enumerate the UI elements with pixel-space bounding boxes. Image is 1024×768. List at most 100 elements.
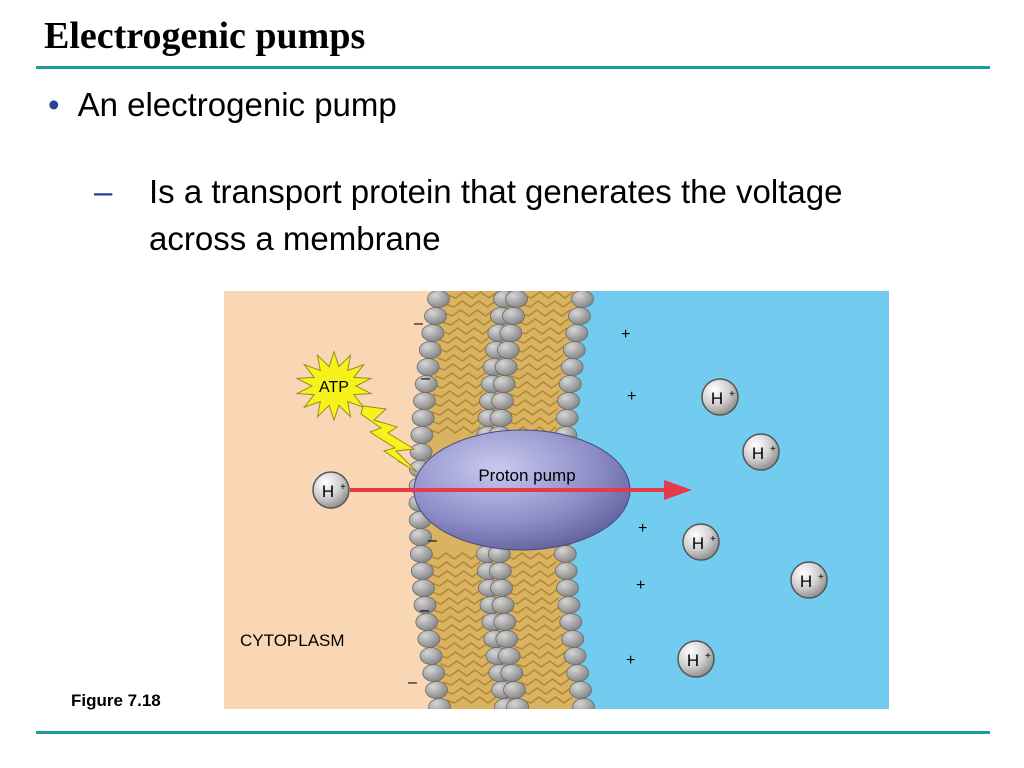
- ion-charge: +: [770, 444, 776, 455]
- lipid-tail: [435, 363, 487, 371]
- lipid-tail: [511, 363, 563, 371]
- hydrogen-ion: H +: [677, 640, 715, 678]
- phospholipid-head: [500, 664, 524, 682]
- hydrogen-ion: H +: [790, 561, 828, 599]
- lipid-tail: [520, 687, 572, 695]
- lipid-tail: [431, 588, 483, 596]
- proton-pump-figure: – – – – – + + + + + ATP Proton pump H + …: [224, 290, 889, 716]
- phospholipid-head: [571, 290, 594, 308]
- title-divider: [36, 66, 990, 69]
- phospholipid-head: [565, 324, 589, 342]
- ion-symbol: H: [687, 651, 699, 670]
- lipid-tail: [505, 552, 556, 560]
- phospholipid-head: [410, 426, 434, 444]
- phospholipid-head: [418, 341, 442, 359]
- lipid-tail: [509, 381, 561, 389]
- lipid-tail: [513, 642, 565, 650]
- phospholipid-head: [505, 290, 528, 308]
- minus-sign: –: [420, 602, 429, 619]
- phospholipid-head: [560, 358, 584, 376]
- lipid-tail: [429, 426, 481, 434]
- lipid-tail: [512, 354, 564, 362]
- proton-pump-label: Proton pump: [478, 466, 575, 485]
- figure-caption: Figure 7.18: [71, 691, 161, 710]
- ion-symbol: H: [711, 389, 723, 408]
- ion-symbol: H: [752, 444, 764, 463]
- phospholipid-head: [557, 596, 581, 614]
- lipid-tail: [436, 633, 488, 641]
- ion-symbol: H: [800, 572, 812, 591]
- phospholipid-head: [568, 307, 591, 325]
- lipid-tail: [444, 687, 496, 695]
- minus-signs: – – – – –: [408, 315, 437, 691]
- plus-sign: +: [636, 577, 645, 594]
- atp-starburst-icon: [295, 350, 373, 422]
- phospholipid-head: [494, 358, 518, 376]
- lipid-tail: [510, 615, 561, 623]
- lipid-tail: [437, 642, 489, 650]
- lipid-tail: [432, 390, 484, 398]
- phospholipid-head: [557, 392, 580, 410]
- lipid-tail: [440, 327, 492, 335]
- phospholipid-head: [556, 579, 579, 597]
- ion-charge: +: [818, 572, 824, 583]
- energy-bolt-icon: [360, 405, 418, 473]
- lipid-tail: [514, 345, 565, 353]
- lipid-tail: [506, 417, 558, 425]
- lipid-tail: [512, 633, 564, 641]
- lipid-tail: [442, 318, 493, 326]
- ion-charge: +: [729, 389, 735, 400]
- phospholipid-head: [424, 307, 447, 325]
- phospholipid-head: [496, 341, 520, 359]
- minus-sign: –: [414, 315, 423, 332]
- minus-sign: –: [428, 532, 437, 549]
- ion-charge: +: [710, 534, 716, 545]
- lipid-tail: [505, 561, 557, 569]
- lipid-tail: [432, 399, 483, 407]
- phospholipid-head: [555, 409, 579, 427]
- ion-symbol: H: [322, 482, 334, 501]
- ion-charge: +: [705, 651, 711, 662]
- lipid-tail: [430, 417, 482, 425]
- lipid-tail: [436, 354, 488, 362]
- sub-bullet-text: Is a transport protein that generates th…: [149, 173, 843, 257]
- lipid-tail: [510, 372, 562, 380]
- minus-sign: –: [408, 674, 417, 691]
- lipid-tail: [517, 669, 569, 677]
- lipid-tail: [511, 624, 562, 632]
- lipid-tail: [440, 660, 491, 668]
- atp-burst: ATP: [295, 350, 373, 422]
- minus-sign: –: [421, 370, 430, 387]
- phospholipid-head: [488, 562, 512, 580]
- lipid-tail: [429, 552, 480, 560]
- phospholipid-head: [422, 664, 446, 682]
- phospholipid-head: [569, 681, 592, 699]
- phospholipid-head: [566, 664, 590, 682]
- plus-sign: +: [621, 326, 630, 343]
- lipid-tail: [506, 579, 558, 587]
- lipid-tail: [446, 291, 498, 299]
- lipid-tail: [522, 291, 574, 299]
- phospholipid-head: [490, 579, 513, 597]
- lipid-tail: [509, 606, 560, 614]
- phospholipid-head: [562, 341, 586, 359]
- sub-bullet-marker: –: [94, 173, 113, 210]
- lipid-tail: [522, 696, 573, 704]
- lipid-tail: [516, 327, 568, 335]
- hydrogen-ions: H + H + H + H + H + H +: [312, 378, 828, 678]
- phospholipid-head: [493, 613, 517, 631]
- cytoplasm-label: CYTOPLASM: [240, 631, 345, 650]
- phospholipid-head: [559, 613, 583, 631]
- lipid-tail: [432, 597, 484, 605]
- hydrogen-ion: H +: [701, 378, 739, 416]
- lipid-tail: [442, 678, 494, 686]
- lipid-tail: [446, 696, 497, 704]
- lipid-tail: [435, 624, 486, 632]
- lipid-tail: [438, 345, 489, 353]
- atp-label: ATP: [319, 379, 349, 396]
- lipid-tail: [431, 408, 482, 416]
- sub-bullet-item: – Is a transport protein that generates …: [94, 168, 909, 262]
- phospholipid-head: [409, 443, 433, 461]
- plus-sign: +: [638, 520, 647, 537]
- phospholipid-head: [411, 409, 435, 427]
